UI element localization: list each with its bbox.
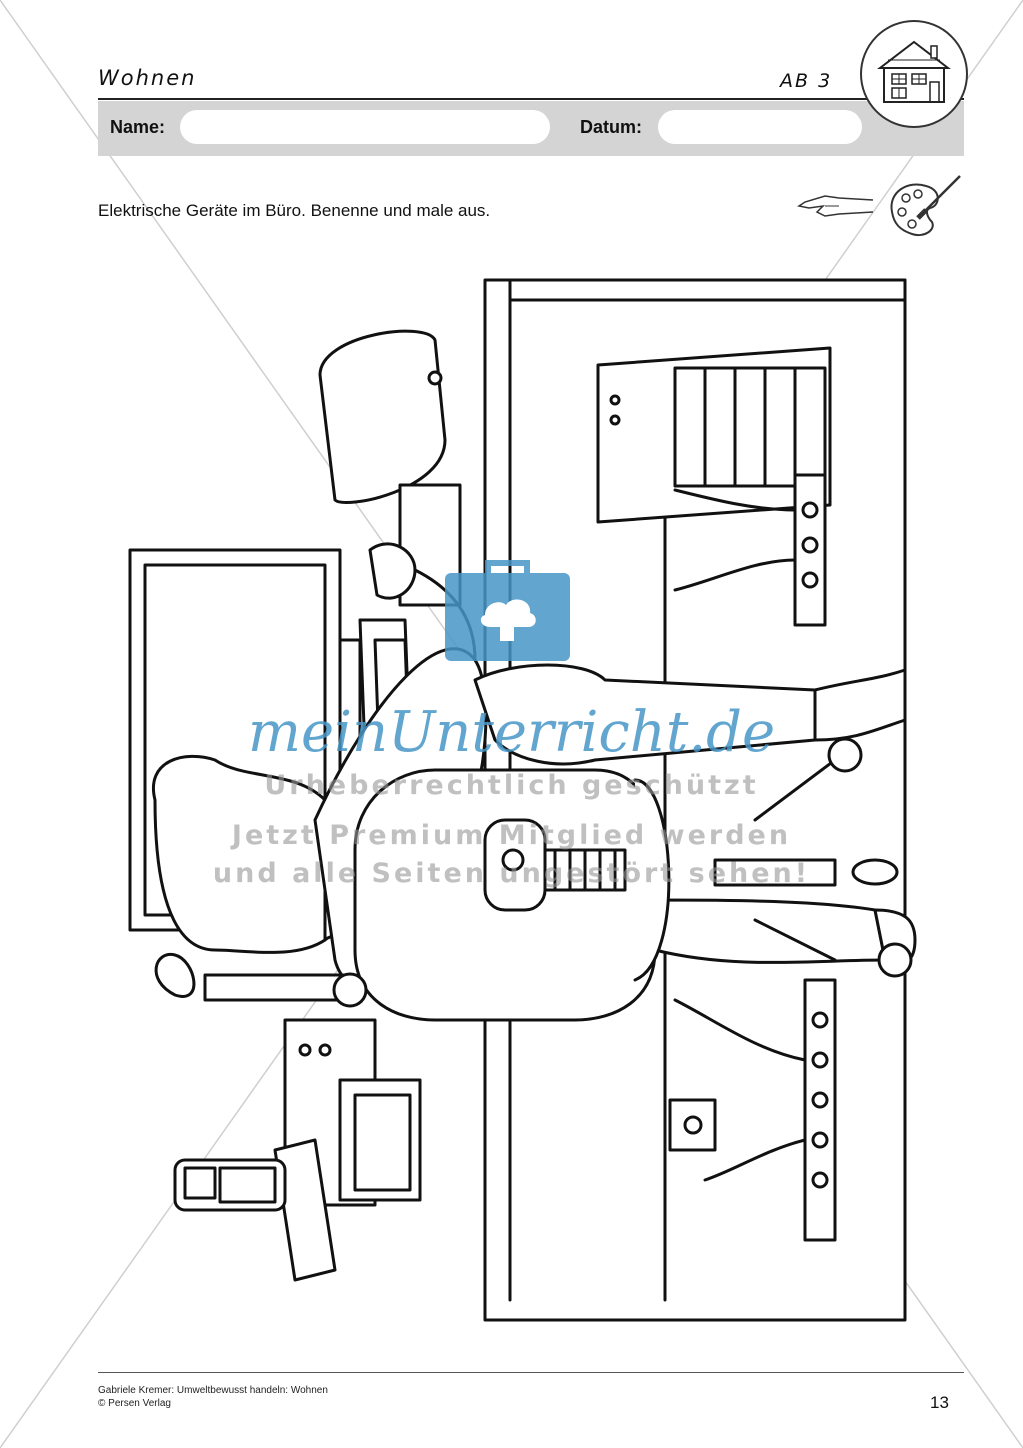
- watermark-copyright: Urheberrechtlich geschützt: [264, 770, 759, 801]
- pointing-hand-icon: [797, 195, 874, 217]
- briefcase-cloud-icon: [445, 560, 570, 661]
- watermark-all-pages: und alle Seiten ungestört sehen!: [212, 858, 811, 889]
- header-rule: [98, 98, 964, 100]
- house-badge: [860, 20, 968, 128]
- topic-title: Wohnen: [98, 66, 197, 90]
- task-instruction: Elektrische Geräte im Büro. Benenne und …: [98, 201, 491, 220]
- power-strip-bottom: [673, 978, 837, 1242]
- page-number: 13: [930, 1393, 949, 1412]
- house-icon: [877, 40, 951, 103]
- desk-lamp: [154, 953, 368, 1008]
- watermark-brand: meinUnterricht.de: [247, 700, 776, 765]
- worksheet-code: AB 3: [780, 70, 833, 92]
- name-field[interactable]: [180, 110, 550, 144]
- office-coloring-illustration: [128, 278, 917, 1322]
- cordless-phone: [173, 1138, 337, 1282]
- scanner: [318, 329, 447, 504]
- date-label: Datum:: [580, 117, 642, 137]
- office-chair: [353, 737, 913, 1022]
- footer-publisher: © Persen Verlag: [98, 1398, 171, 1409]
- watermark-premium: Jetzt Premium Mitglied werden: [231, 820, 792, 851]
- name-label: Name:: [110, 117, 166, 137]
- footer-rule: [98, 1372, 964, 1373]
- footer-author: Gabriele Kremer: Umweltbewusst handeln: …: [98, 1385, 328, 1396]
- computer-tower: [596, 346, 832, 524]
- palette-icon: [890, 175, 961, 236]
- power-strip-top: [673, 473, 827, 627]
- wall-socket: [668, 1098, 717, 1152]
- date-field[interactable]: [658, 110, 862, 144]
